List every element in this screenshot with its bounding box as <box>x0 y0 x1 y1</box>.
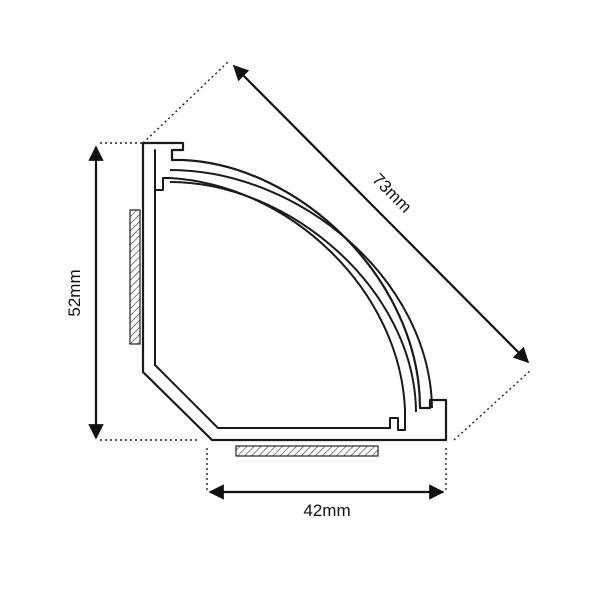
extension-lines <box>100 61 532 493</box>
dimension-line-diagonal <box>232 64 530 364</box>
dimension-label-height: 52mm <box>65 269 84 316</box>
adhesive-tape-bottom <box>235 445 379 457</box>
dimension-label-width: 42mm <box>303 501 350 520</box>
adhesive-tape-left <box>129 209 141 345</box>
